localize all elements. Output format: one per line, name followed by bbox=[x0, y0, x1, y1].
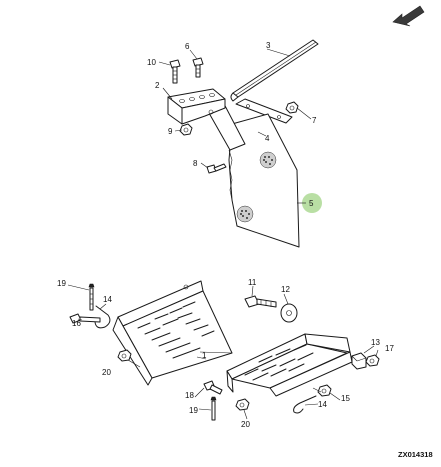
callout-4: 4 bbox=[265, 134, 270, 143]
flap-texture-upper bbox=[259, 151, 277, 169]
highlight-marker bbox=[302, 193, 322, 213]
callout-17: 17 bbox=[385, 344, 394, 353]
plate-slots-right bbox=[244, 344, 314, 381]
callout-15: 15 bbox=[341, 394, 350, 403]
block-13 bbox=[351, 352, 367, 370]
callout-6: 6 bbox=[185, 42, 190, 51]
flap-texture-lower bbox=[236, 205, 254, 223]
hook-14-left bbox=[94, 305, 111, 329]
bolt-11 bbox=[244, 295, 277, 308]
callout-10: 10 bbox=[147, 58, 156, 67]
callout-14-right: 14 bbox=[318, 400, 327, 409]
callout-1: 1 bbox=[202, 351, 207, 360]
washer-12 bbox=[280, 303, 298, 323]
callout-14-left: 14 bbox=[103, 295, 112, 304]
plate-slots-left bbox=[137, 301, 215, 359]
bolt-18 bbox=[203, 380, 223, 395]
callout-9: 9 bbox=[168, 127, 173, 136]
callout-2: 2 bbox=[155, 81, 160, 90]
callout-11: 11 bbox=[248, 278, 257, 287]
nut-20-left bbox=[117, 349, 132, 362]
nut-15 bbox=[317, 384, 332, 397]
callout-8: 8 bbox=[193, 159, 198, 168]
callout-5: 5 bbox=[309, 199, 314, 208]
callout-19-right: 19 bbox=[189, 406, 198, 415]
callout-19-left: 19 bbox=[57, 279, 66, 288]
callout-12: 12 bbox=[281, 285, 290, 294]
nut-9 bbox=[179, 123, 193, 136]
part-bracket-plate-right bbox=[226, 333, 353, 397]
part-bracket-plate-left bbox=[112, 280, 233, 386]
direction-arrow-icon bbox=[392, 5, 425, 27]
part-bracket bbox=[167, 88, 246, 151]
nut-17 bbox=[365, 354, 380, 367]
pin-19-left bbox=[88, 283, 95, 311]
pin-19-right bbox=[210, 396, 217, 421]
callout-13: 13 bbox=[371, 338, 380, 347]
callout-20-right: 20 bbox=[241, 420, 250, 429]
callout-7: 7 bbox=[312, 116, 317, 125]
part-mud-flap bbox=[228, 113, 300, 248]
screw-8 bbox=[206, 163, 227, 174]
nut-20-right bbox=[235, 398, 250, 411]
callout-16: 16 bbox=[72, 319, 81, 328]
part-rod bbox=[230, 39, 319, 102]
callout-20-left: 20 bbox=[102, 368, 111, 377]
callout-18: 18 bbox=[185, 391, 194, 400]
bolt-6 bbox=[192, 57, 204, 78]
figure-code: ZX014318 bbox=[398, 450, 433, 459]
callout-3: 3 bbox=[266, 41, 271, 50]
bolt-10 bbox=[169, 59, 181, 84]
nut-7 bbox=[285, 101, 299, 114]
hook-14-right bbox=[293, 395, 317, 414]
